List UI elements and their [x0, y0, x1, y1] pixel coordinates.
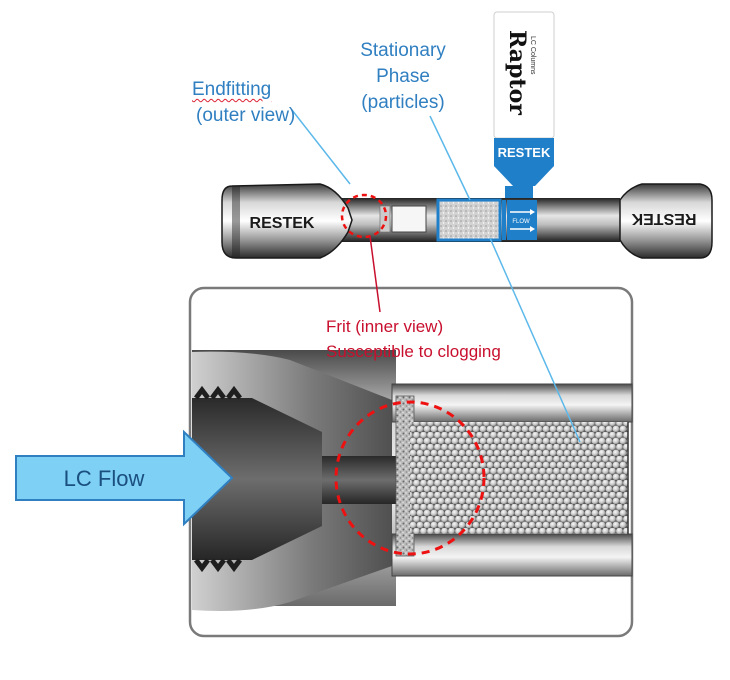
frit-label-line2: Susceptible to clogging — [326, 342, 501, 361]
frit-label: Frit (inner view) Susceptible to cloggin… — [326, 314, 501, 364]
flow-mark-text: FLOW — [512, 219, 530, 225]
stationary-leader-down — [489, 237, 581, 443]
packed-bed-particles — [410, 422, 628, 534]
flow-marker: FLOW — [507, 200, 537, 240]
right-endfitting: RESTEK — [619, 183, 713, 259]
frit-outer-highlight — [340, 193, 388, 239]
tag-brand-text: Raptor — [504, 30, 530, 115]
column-assembly: Raptor LC Columns RESTEK FLOW RESTEK — [221, 11, 713, 259]
brand-left-text: RESTEK — [250, 215, 315, 232]
stationary-phase-window — [436, 198, 502, 242]
lc-flow-arrow: LC Flow — [15, 429, 234, 527]
stationary-label-line2: Phase — [376, 66, 430, 87]
stationary-label-line3: (particles) — [361, 92, 445, 113]
brand-right-text: RESTEK — [631, 210, 696, 227]
left-endfitting: RESTEK — [221, 183, 353, 259]
lc-flow-label: LC Flow — [64, 466, 145, 491]
tag-sub-text: LC Columns — [529, 36, 536, 75]
inner-view-panel — [188, 286, 634, 638]
endfitting-leader — [291, 109, 351, 185]
stationary-leader-top — [429, 115, 471, 201]
stationary-label-line1: Stationary — [360, 40, 446, 61]
frit-leader — [369, 235, 381, 313]
frit-inner-highlight — [334, 400, 486, 556]
tag-restek-text: RESTEK — [498, 145, 551, 160]
endfitting-label-line1: Endfitting — [192, 79, 272, 100]
frit-label-line1: Frit (inner view) — [326, 317, 444, 336]
endfitting-label: Endfitting (outer view) — [192, 77, 295, 129]
stationary-phase-label: Stationary Phase (particles) — [348, 38, 458, 116]
endfitting-label-line2: (outer view) — [196, 105, 296, 126]
